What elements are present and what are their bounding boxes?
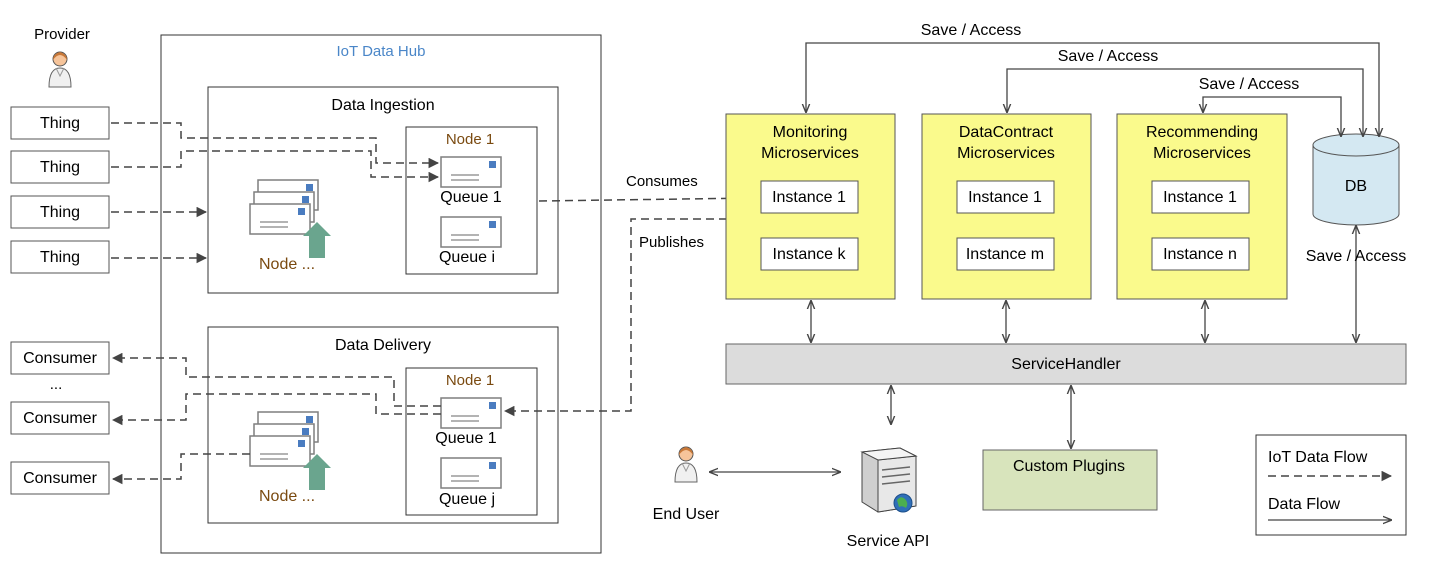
thing-label: Thing xyxy=(40,159,80,176)
consumer-box: Consumer xyxy=(10,341,110,375)
iot-flow-arrow xyxy=(111,150,440,183)
publishes-label: Publishes xyxy=(639,234,704,251)
save-access-arrow xyxy=(1203,96,1341,136)
data-delivery-box: Data Delivery Node 1 Queue 1 Queue j Nod… xyxy=(207,326,559,524)
queue-envelope-icon xyxy=(440,397,502,429)
provider-label: Provider xyxy=(34,26,90,43)
delivery-queuej-label: Queue j xyxy=(439,491,495,508)
provider: Provider xyxy=(34,26,90,88)
instance-label: Instance n xyxy=(1163,246,1237,263)
iot-flow-arrow xyxy=(111,352,441,407)
save-access-arrow xyxy=(1007,68,1363,136)
legend-data-flow-label: Data Flow xyxy=(1268,496,1340,513)
microservice-title: DataContract xyxy=(959,124,1054,141)
server-icon xyxy=(860,447,918,513)
upload-arrow-icon xyxy=(303,222,331,258)
data-ingestion-title: Data Ingestion xyxy=(331,97,434,114)
iot-flow-arrow xyxy=(111,393,441,426)
ingestion-queuei-label: Queue i xyxy=(439,249,495,266)
iot-data-flows xyxy=(111,122,881,485)
queue-envelope-icon xyxy=(440,457,502,489)
save-access-label: Save / Access xyxy=(1306,248,1407,265)
consumes-label: Consumes xyxy=(626,173,698,190)
custom-plugins: Custom Plugins xyxy=(982,449,1158,511)
ingestion-node-stack: Node ... xyxy=(249,179,331,273)
thing-label: Thing xyxy=(40,249,80,266)
end-user-label: End User xyxy=(653,506,720,523)
save-access-label: Save / Access xyxy=(1199,76,1300,93)
ingestion-node1-label: Node 1 xyxy=(446,131,494,148)
microservice-title: Recommending xyxy=(1146,124,1258,141)
legend-iot-flow-label: IoT Data Flow xyxy=(1268,449,1368,466)
delivery-node1-label: Node 1 xyxy=(446,372,494,389)
service-api: Service API xyxy=(847,447,930,550)
custom-plugins-label: Custom Plugins xyxy=(1013,458,1125,475)
thing-list: Thing Thing Thing Thing xyxy=(10,106,110,274)
consumer-list: Consumer ... Consumer Consumer xyxy=(10,341,110,495)
thing-box: Thing xyxy=(10,106,110,140)
thing-label: Thing xyxy=(40,204,80,221)
upload-arrow-icon xyxy=(303,454,331,490)
microservice-title: Microservices xyxy=(761,145,859,162)
consumer-box: Consumer xyxy=(10,461,110,495)
recommending-microservices: Recommending Microservices Instance 1 In… xyxy=(1116,113,1288,300)
instance-label: Instance 1 xyxy=(772,189,846,206)
save-access-flows xyxy=(806,42,1379,342)
legend: IoT Data Flow Data Flow xyxy=(1255,434,1407,536)
service-handler-label: ServiceHandler xyxy=(1011,356,1121,373)
monitoring-microservices: Monitoring Microservices Instance 1 Inst… xyxy=(725,113,896,300)
end-user-person-icon xyxy=(674,446,698,483)
datacontract-microservices: DataContract Microservices Instance 1 In… xyxy=(921,113,1092,300)
consumer-ellipsis: ... xyxy=(50,376,63,393)
delivery-node-1: Node 1 Queue 1 Queue j xyxy=(405,367,538,516)
delivery-node-more-label: Node ... xyxy=(259,488,315,505)
instance-label: Instance 1 xyxy=(968,189,1042,206)
envelope-icon xyxy=(249,435,311,467)
db-label: DB xyxy=(1345,178,1367,195)
thing-label: Thing xyxy=(40,115,80,132)
instance-label: Instance m xyxy=(966,246,1044,263)
instance-label: Instance k xyxy=(773,246,847,263)
ingestion-node-1: Node 1 Queue 1 Queue i xyxy=(405,126,538,275)
consumer-label: Consumer xyxy=(23,350,97,367)
queue-envelope-icon xyxy=(440,216,502,248)
microservice-title: Microservices xyxy=(957,145,1055,162)
thing-box: Thing xyxy=(10,240,110,274)
envelope-icon xyxy=(249,203,311,235)
ingestion-node-more-label: Node ... xyxy=(259,256,315,273)
save-access-label: Save / Access xyxy=(1058,48,1159,65)
delivery-queue1-label: Queue 1 xyxy=(435,430,496,447)
provider-person-icon xyxy=(48,51,72,88)
ingestion-queue1-label: Queue 1 xyxy=(440,189,501,206)
thing-box: Thing xyxy=(10,195,110,229)
iot-flow-arrow xyxy=(111,453,250,485)
queue-envelope-icon xyxy=(440,156,502,188)
instance-label: Instance 1 xyxy=(1163,189,1237,206)
data-ingestion-box: Data Ingestion Node 1 Queue 1 Queue i No… xyxy=(207,86,559,294)
iot-flow-arrow xyxy=(111,122,440,169)
save-access-label: Save / Access xyxy=(921,22,1022,39)
hub-title: IoT Data Hub xyxy=(337,43,426,60)
data-delivery-title: Data Delivery xyxy=(335,337,431,354)
delivery-node-stack: Node ... xyxy=(249,411,331,505)
service-handler-links xyxy=(710,301,1205,472)
save-access-arrow xyxy=(806,42,1379,136)
consumes-arrow xyxy=(538,192,757,204)
service-handler: ServiceHandler xyxy=(725,343,1407,385)
database: DB xyxy=(1312,133,1400,226)
consumer-label: Consumer xyxy=(23,470,97,487)
consumer-label: Consumer xyxy=(23,410,97,427)
iot-data-hub: IoT Data Hub Data Ingestion Node 1 Queue… xyxy=(160,34,602,554)
end-user: End User xyxy=(653,446,720,523)
service-api-label: Service API xyxy=(847,533,930,550)
microservice-title: Microservices xyxy=(1153,145,1251,162)
microservice-title: Monitoring xyxy=(773,124,848,141)
consumer-box: Consumer xyxy=(10,401,110,435)
thing-box: Thing xyxy=(10,150,110,184)
